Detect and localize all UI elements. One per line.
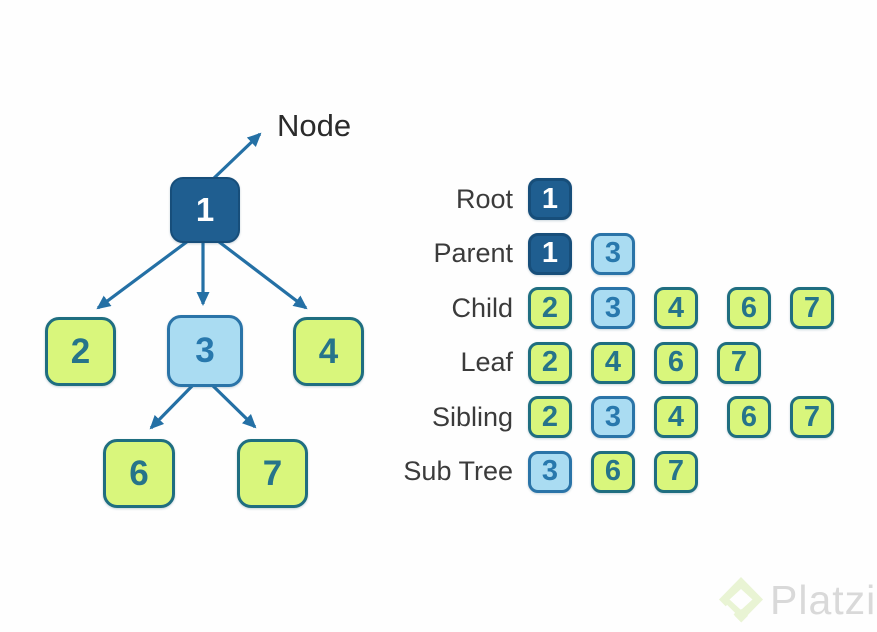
- legend-box-2: 2: [528, 341, 572, 384]
- platzi-watermark: Platzi: [718, 576, 876, 624]
- legend-row-root: Root 1: [403, 172, 591, 226]
- tree-node-1: 1: [170, 177, 240, 243]
- tree-node-7: 7: [237, 439, 308, 508]
- legend-box-7: 7: [717, 341, 761, 384]
- legend-row-label: Leaf: [460, 347, 513, 377]
- tree-node-6: 6: [103, 439, 175, 508]
- legend-box-2: 2: [528, 396, 572, 438]
- tree-node-4: 4: [293, 317, 364, 386]
- legend-box-6: 6: [727, 287, 771, 329]
- legend-box-3: 3: [591, 232, 635, 275]
- platzi-logo-text: Platzi: [770, 577, 877, 623]
- legend-box-1: 1: [528, 178, 572, 220]
- legend-row-label: Parent: [433, 238, 513, 268]
- platzi-logo-icon: [719, 577, 763, 623]
- legend-box-7: 7: [654, 450, 698, 493]
- legend-row-label: Root: [455, 183, 513, 214]
- legend-box-3: 3: [591, 396, 635, 438]
- legend-box-4: 4: [591, 341, 635, 384]
- edge-arrow-1-2: [96, 236, 193, 310]
- legend-box-6: 6: [727, 396, 771, 438]
- legend-box-2: 2: [528, 287, 572, 329]
- edge-arrow-3-7: [207, 380, 257, 429]
- legend-box-3: 3: [591, 287, 635, 329]
- legend-box-6: 6: [654, 341, 698, 384]
- legend-box-3: 3: [528, 450, 572, 493]
- annotation-arrow: [210, 132, 262, 182]
- legend-row-label: Child: [451, 292, 513, 323]
- tree-node-3: 3: [167, 315, 243, 387]
- legend-box-7: 7: [790, 287, 834, 329]
- edge-arrow-1-4: [213, 236, 308, 310]
- legend-row-label: Sibling: [431, 401, 513, 432]
- legend-row-label: Sub Tree: [403, 456, 513, 486]
- legend-box-4: 4: [654, 287, 698, 329]
- legend-box-7: 7: [790, 396, 834, 438]
- edge-arrow-3-6: [149, 380, 198, 430]
- node-annotation-label: Node: [277, 108, 352, 143]
- legend-box-1: 1: [528, 232, 572, 275]
- legend-box-4: 4: [654, 396, 698, 438]
- tree-node-2: 2: [45, 317, 116, 386]
- legend-box-6: 6: [591, 450, 635, 493]
